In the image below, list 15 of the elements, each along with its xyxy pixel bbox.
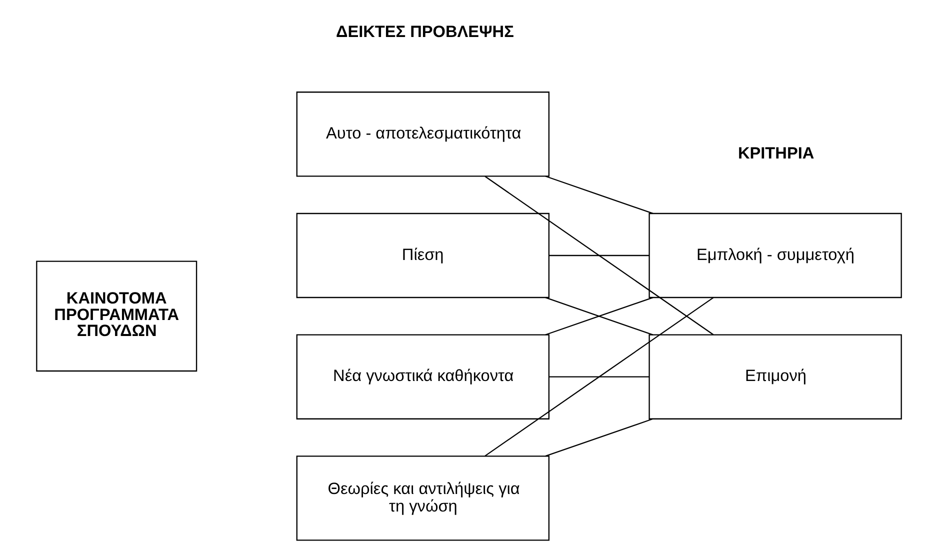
connector xyxy=(484,176,714,336)
label: ΚΡΙΤΗΡΙΑ xyxy=(737,144,814,162)
node-box: Επιμονή xyxy=(648,334,902,420)
connector xyxy=(544,418,653,457)
connector xyxy=(484,297,714,456)
node-box: Αυτο - αποτελεσματικότητα xyxy=(296,92,550,177)
node-box: ΚΑΙΝΟΤΟΜΑ ΠΡΟΓΡΑΜΜΑΤΑ ΣΠΟΥΔΩΝ xyxy=(36,260,197,372)
node-box: Εμπλοκή - συμμετοχή xyxy=(648,212,902,298)
node-box: Θεωρίες και αντιλήψεις για τη γνώση xyxy=(296,456,550,541)
connector xyxy=(548,254,648,256)
node-box: Πίεση xyxy=(296,212,550,298)
connector xyxy=(544,176,653,214)
connector xyxy=(548,376,648,378)
label: ΔΕΙΚΤΕΣ ΠΡΟΒΛΕΨΗΣ xyxy=(335,22,514,41)
node-box: Νέα γνωστικά καθήκοντα xyxy=(296,334,550,420)
